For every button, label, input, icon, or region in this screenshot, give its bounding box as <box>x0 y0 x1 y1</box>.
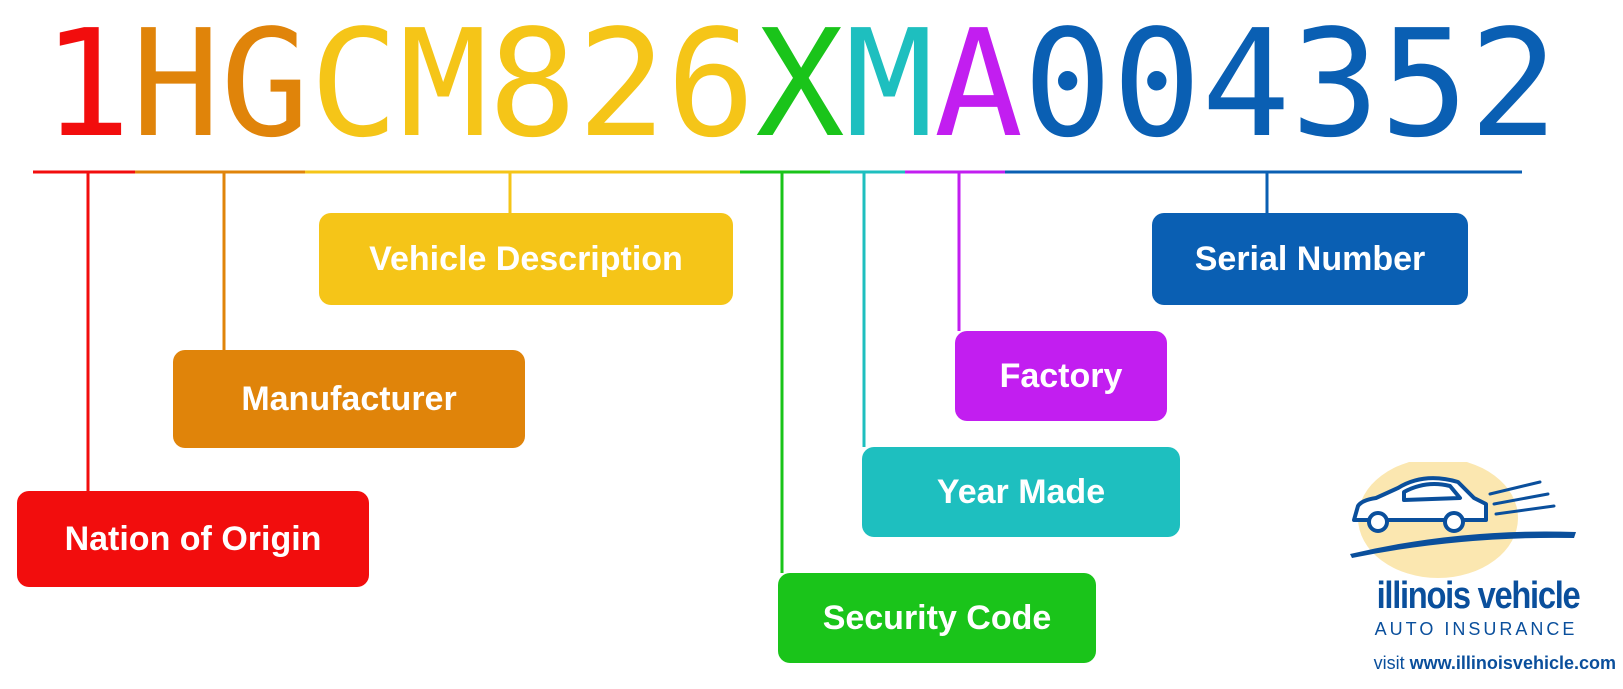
vehicle-description-label: Vehicle Description <box>319 213 733 305</box>
vin-char: C <box>309 0 399 170</box>
vin-char: 3 <box>1290 0 1380 170</box>
year-made-text: Year Made <box>936 472 1106 511</box>
road-swoosh-icon <box>1350 531 1576 558</box>
vin-char: M <box>398 0 488 170</box>
vin-char: 6 <box>666 0 756 170</box>
vin-char: 2 <box>577 0 667 170</box>
factory-label: Factory <box>955 331 1167 421</box>
vin-char: 1 <box>42 0 132 170</box>
vin-char: 0 <box>1023 0 1113 170</box>
security-code-text: Security Code <box>822 598 1052 637</box>
illinois-vehicle-logo <box>1350 462 1576 578</box>
vin-char: 2 <box>1469 0 1559 170</box>
manufacturer-label: Manufacturer <box>173 350 525 448</box>
visit-prefix: visit <box>1373 653 1405 673</box>
logo-subtitle: AUTO INSURANCE <box>1374 619 1578 639</box>
vehicle-description-text: Vehicle Description <box>369 239 683 278</box>
vin-char: H <box>131 0 221 170</box>
website-link[interactable]: www.illinoisvehicle.com <box>1409 653 1616 673</box>
nation-of-origin-text: Nation of Origin <box>64 519 322 558</box>
factory-text: Factory <box>999 356 1123 395</box>
speed-lines-icon <box>1488 480 1556 516</box>
vin-char: 8 <box>487 0 578 170</box>
vin-char: X <box>755 0 845 170</box>
vin-char: 0 <box>1112 0 1202 170</box>
vin-char: 5 <box>1379 0 1469 170</box>
vin-char: 4 <box>1201 0 1291 170</box>
vin-char: A <box>933 0 1024 170</box>
year-made-label: Year Made <box>862 447 1180 537</box>
logo-visit-line: visit www.illinoisvehicle.com <box>1316 651 1616 675</box>
nation-of-origin-label: Nation of Origin <box>17 491 369 587</box>
logo-brand-name: illinois vehicle <box>1376 575 1581 617</box>
serial-number-label: Serial Number <box>1152 213 1468 305</box>
vin-char: G <box>220 0 310 170</box>
manufacturer-text: Manufacturer <box>241 379 457 418</box>
vin-char: M <box>844 0 934 170</box>
security-code-label: Security Code <box>778 573 1096 663</box>
connector-stems <box>86 172 1269 573</box>
car-icon <box>1352 476 1488 533</box>
serial-number-text: Serial Number <box>1194 239 1426 278</box>
